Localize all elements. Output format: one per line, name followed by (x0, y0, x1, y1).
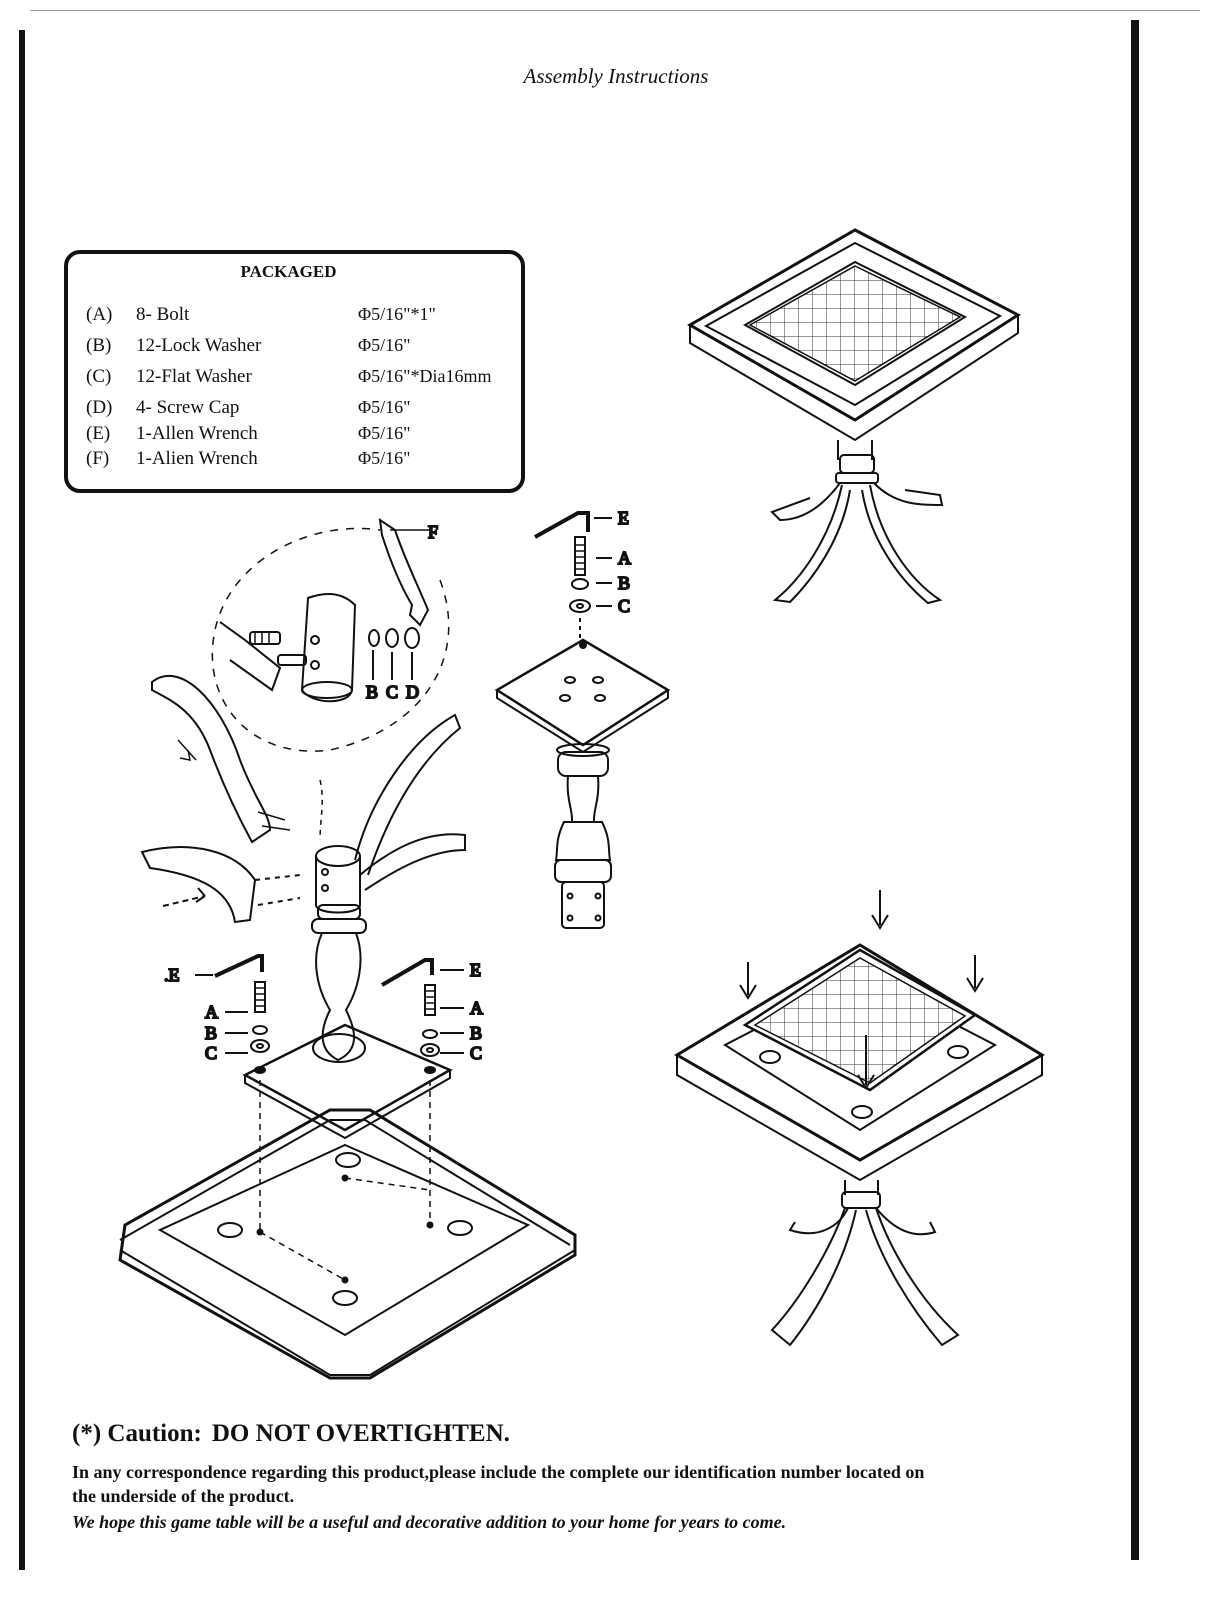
table-top-underside-illustration (118, 1108, 577, 1380)
callout-b-detail: B (366, 682, 378, 702)
page-title: Assembly Instructions (523, 64, 709, 88)
callout-e-right: E (470, 960, 481, 980)
mounting-plate-illustration (195, 954, 464, 1230)
callout-b-left: B (205, 1023, 217, 1043)
caution-lead: (*) Caution: (72, 1420, 202, 1447)
caution-line: (*) Caution: DO NOT OVERTIGHTEN. (72, 1420, 510, 1448)
column-assembly-illustration (494, 511, 671, 929)
correspondence-text-line-1: In any correspondence regarding this pro… (72, 1462, 925, 1482)
left-margin-bar (19, 30, 25, 1570)
correspondence-text-line-2: the underside of the product. (72, 1486, 295, 1506)
callout-c-right: C (470, 1043, 482, 1063)
callout-e-left: .E (164, 965, 180, 985)
insert-board-illustration (674, 890, 1045, 1347)
page-top-edge (30, 10, 1200, 11)
callout-c-detail: C (386, 682, 398, 702)
pedestal-legs-illustration (140, 675, 466, 1063)
leg-attachment-illustration (211, 517, 450, 752)
callout-a: A (618, 548, 631, 568)
callout-c: C (618, 596, 630, 616)
closing-note: We hope this game table will be a useful… (72, 1512, 787, 1532)
packaged-heading: PACKAGED (240, 262, 337, 281)
callout-b-right: B (470, 1023, 482, 1043)
callout-b: B (618, 573, 630, 593)
callout-c-left: C (205, 1043, 217, 1063)
assembled-table-illustration (686, 228, 1021, 605)
caution-text: DO NOT OVERTIGHTEN. (211, 1420, 510, 1447)
callout-a-right: A (470, 998, 483, 1018)
callout-d-detail: D (406, 682, 419, 702)
callout-e: E (618, 508, 629, 528)
callout-f: F (428, 522, 438, 542)
right-margin-bar (1131, 20, 1139, 1560)
callout-a-left: A (205, 1002, 218, 1022)
